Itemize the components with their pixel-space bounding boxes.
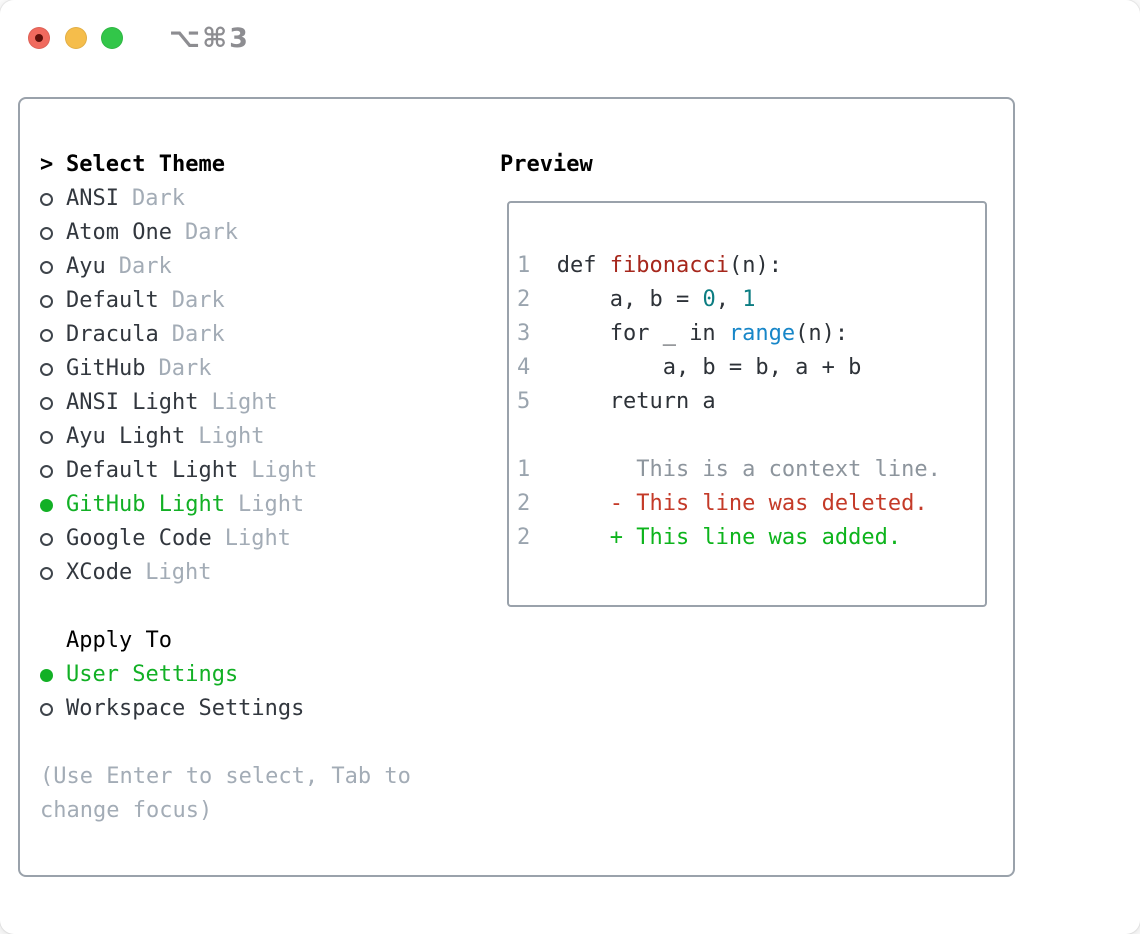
select-theme-header: > Select Theme xyxy=(40,148,500,182)
theme-variant-label: Light xyxy=(198,424,265,449)
theme-option-github[interactable]: GitHub Dark xyxy=(40,352,500,386)
theme-variant-label: Dark xyxy=(184,220,238,245)
theme-variant-label: Dark xyxy=(171,322,225,347)
theme-variant-label: Light xyxy=(224,526,291,551)
radio-selected-icon xyxy=(40,498,66,512)
theme-option-default[interactable]: Default Dark xyxy=(40,284,500,318)
theme-option-label: Ayu Light xyxy=(66,424,186,449)
theme-variant-label: Dark xyxy=(158,356,212,381)
preview-line: 1 This is a context line. xyxy=(517,457,941,482)
theme-option-default-light[interactable]: Default Light Light xyxy=(40,454,500,488)
theme-option-label: ANSI xyxy=(66,186,119,211)
theme-option-label: Default Light xyxy=(66,458,239,483)
unsaved-indicator-dot xyxy=(35,34,43,42)
theme-variant-label: Light xyxy=(237,492,305,517)
spacer-row xyxy=(40,590,500,624)
theme-option-ansi[interactable]: ANSI Dark xyxy=(40,182,500,216)
radio-icon xyxy=(40,192,66,206)
radio-icon xyxy=(40,226,66,240)
radio-icon xyxy=(40,260,66,274)
radio-icon xyxy=(40,396,66,410)
preview-pane: Preview 1 def fibonacci(n): 2 a, b = 0, 1… xyxy=(500,148,1013,875)
theme-option-label: XCode xyxy=(66,560,133,585)
zoom-button[interactable] xyxy=(101,27,123,49)
theme-option-label: Ayu xyxy=(66,254,106,279)
theme-variant-label: Dark xyxy=(118,254,172,279)
theme-option-github-light[interactable]: GitHub Light Light xyxy=(40,488,500,522)
theme-option-label: GitHub Light xyxy=(66,492,225,517)
theme-option-label: Atom One xyxy=(66,220,172,245)
minimize-button[interactable] xyxy=(65,27,87,49)
radio-icon xyxy=(40,532,66,546)
preview-header: Preview xyxy=(500,148,1013,182)
theme-option-ansi-light[interactable]: ANSI Light Light xyxy=(40,386,500,420)
theme-option-label: ANSI Light xyxy=(66,390,199,415)
preview-line xyxy=(517,419,985,453)
preview-line: 3 for _ in range(n): xyxy=(517,321,849,346)
apply-option-user-settings[interactable]: User Settings xyxy=(40,658,500,692)
theme-variant-label: Dark xyxy=(171,288,225,313)
theme-option-google-code[interactable]: Google Code Light xyxy=(40,522,500,556)
theme-option-label: Dracula xyxy=(66,322,159,347)
radio-icon xyxy=(40,328,66,342)
apply-option-label: Workspace Settings xyxy=(66,696,305,721)
hint-line-1: (Use Enter to select, Tab to xyxy=(40,764,411,789)
theme-option-label: Google Code xyxy=(66,526,212,551)
radio-icon xyxy=(40,566,66,580)
radio-icon xyxy=(40,362,66,376)
window-title: ⌥⌘3 xyxy=(169,23,250,54)
apply-option-workspace-settings[interactable]: Workspace Settings xyxy=(40,692,500,726)
radio-icon xyxy=(40,464,66,478)
hint-line-2: change focus) xyxy=(40,798,213,823)
radio-icon xyxy=(40,702,66,716)
theme-variant-label: Light xyxy=(145,560,212,585)
theme-variant-label: Light xyxy=(251,458,318,483)
preview-line: 1 def fibonacci(n): xyxy=(517,253,782,278)
apply-option-label: User Settings xyxy=(66,662,239,687)
theme-option-ayu[interactable]: Ayu Dark xyxy=(40,250,500,284)
theme-option-label: GitHub xyxy=(66,356,146,381)
theme-variant-label: Dark xyxy=(131,186,185,211)
preview-box: 1 def fibonacci(n): 2 a, b = 0, 1 3 for _ … xyxy=(507,201,987,607)
preview-line: 5 return a xyxy=(517,389,716,414)
preview-title: Preview xyxy=(500,152,593,177)
close-button[interactable] xyxy=(28,27,50,49)
radio-icon xyxy=(40,294,66,308)
theme-option-xcode[interactable]: XCode Light xyxy=(40,556,500,590)
theme-option-ayu-light[interactable]: Ayu Light Light xyxy=(40,420,500,454)
theme-variant-label: Light xyxy=(211,390,278,415)
preview-line: 2 - This line was deleted. xyxy=(517,491,928,516)
radio-icon xyxy=(40,430,66,444)
theme-option-label: Default xyxy=(66,288,159,313)
radio-selected-icon xyxy=(40,668,66,682)
theme-option-atom-one[interactable]: Atom One Dark xyxy=(40,216,500,250)
apply-to-title: Apply To xyxy=(66,628,172,653)
select-theme-title: Select Theme xyxy=(66,152,225,177)
hint-text: (Use Enter to select, Tab to change focu… xyxy=(40,760,500,828)
preview-line: 2 + This line was added. xyxy=(517,525,902,550)
apply-to-header: Apply To xyxy=(40,624,500,658)
theme-option-dracula[interactable]: Dracula Dark xyxy=(40,318,500,352)
spacer-row xyxy=(40,726,500,760)
prompt-caret: > xyxy=(40,152,54,177)
preview-line: 4 a, b = b, a + b xyxy=(517,355,862,380)
preview-line: 2 a, b = 0, 1 xyxy=(517,287,756,312)
